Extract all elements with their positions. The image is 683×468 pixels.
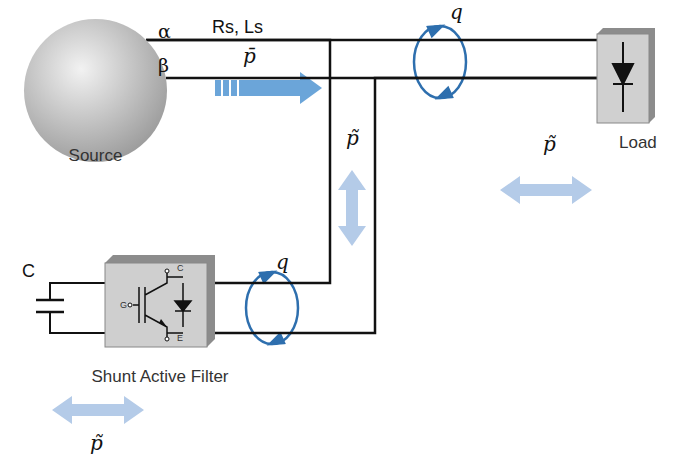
wire [146, 40, 330, 283]
signal-label: C [22, 262, 35, 280]
signal-label: p̃ [346, 128, 359, 148]
signal-label: q [450, 2, 463, 22]
oscillating-power-arrow [52, 170, 592, 424]
signal-label: p̃ [543, 134, 556, 154]
signal-label: Rs, Ls [212, 18, 263, 36]
signal-label: β [158, 56, 169, 75]
load-box: Load [597, 28, 655, 123]
node-label: Load [619, 133, 657, 153]
node-shape [23, 18, 168, 163]
node-shape [597, 28, 655, 123]
q-loop [246, 26, 466, 344]
pin-name: G [120, 301, 127, 310]
signal-label: p̃ [90, 433, 103, 453]
node-label: Shunt Active Filter [92, 367, 229, 387]
signal-label: α [158, 22, 171, 41]
signal-label: p̄ [243, 46, 256, 66]
source-circle: Source [23, 18, 168, 163]
wire [215, 78, 597, 333]
wire [146, 40, 597, 78]
capacitor [36, 283, 105, 333]
pin-name: E [177, 334, 183, 343]
pin-name: C [177, 264, 184, 273]
signal-label: q [276, 252, 289, 272]
node-label: Source [69, 146, 123, 166]
